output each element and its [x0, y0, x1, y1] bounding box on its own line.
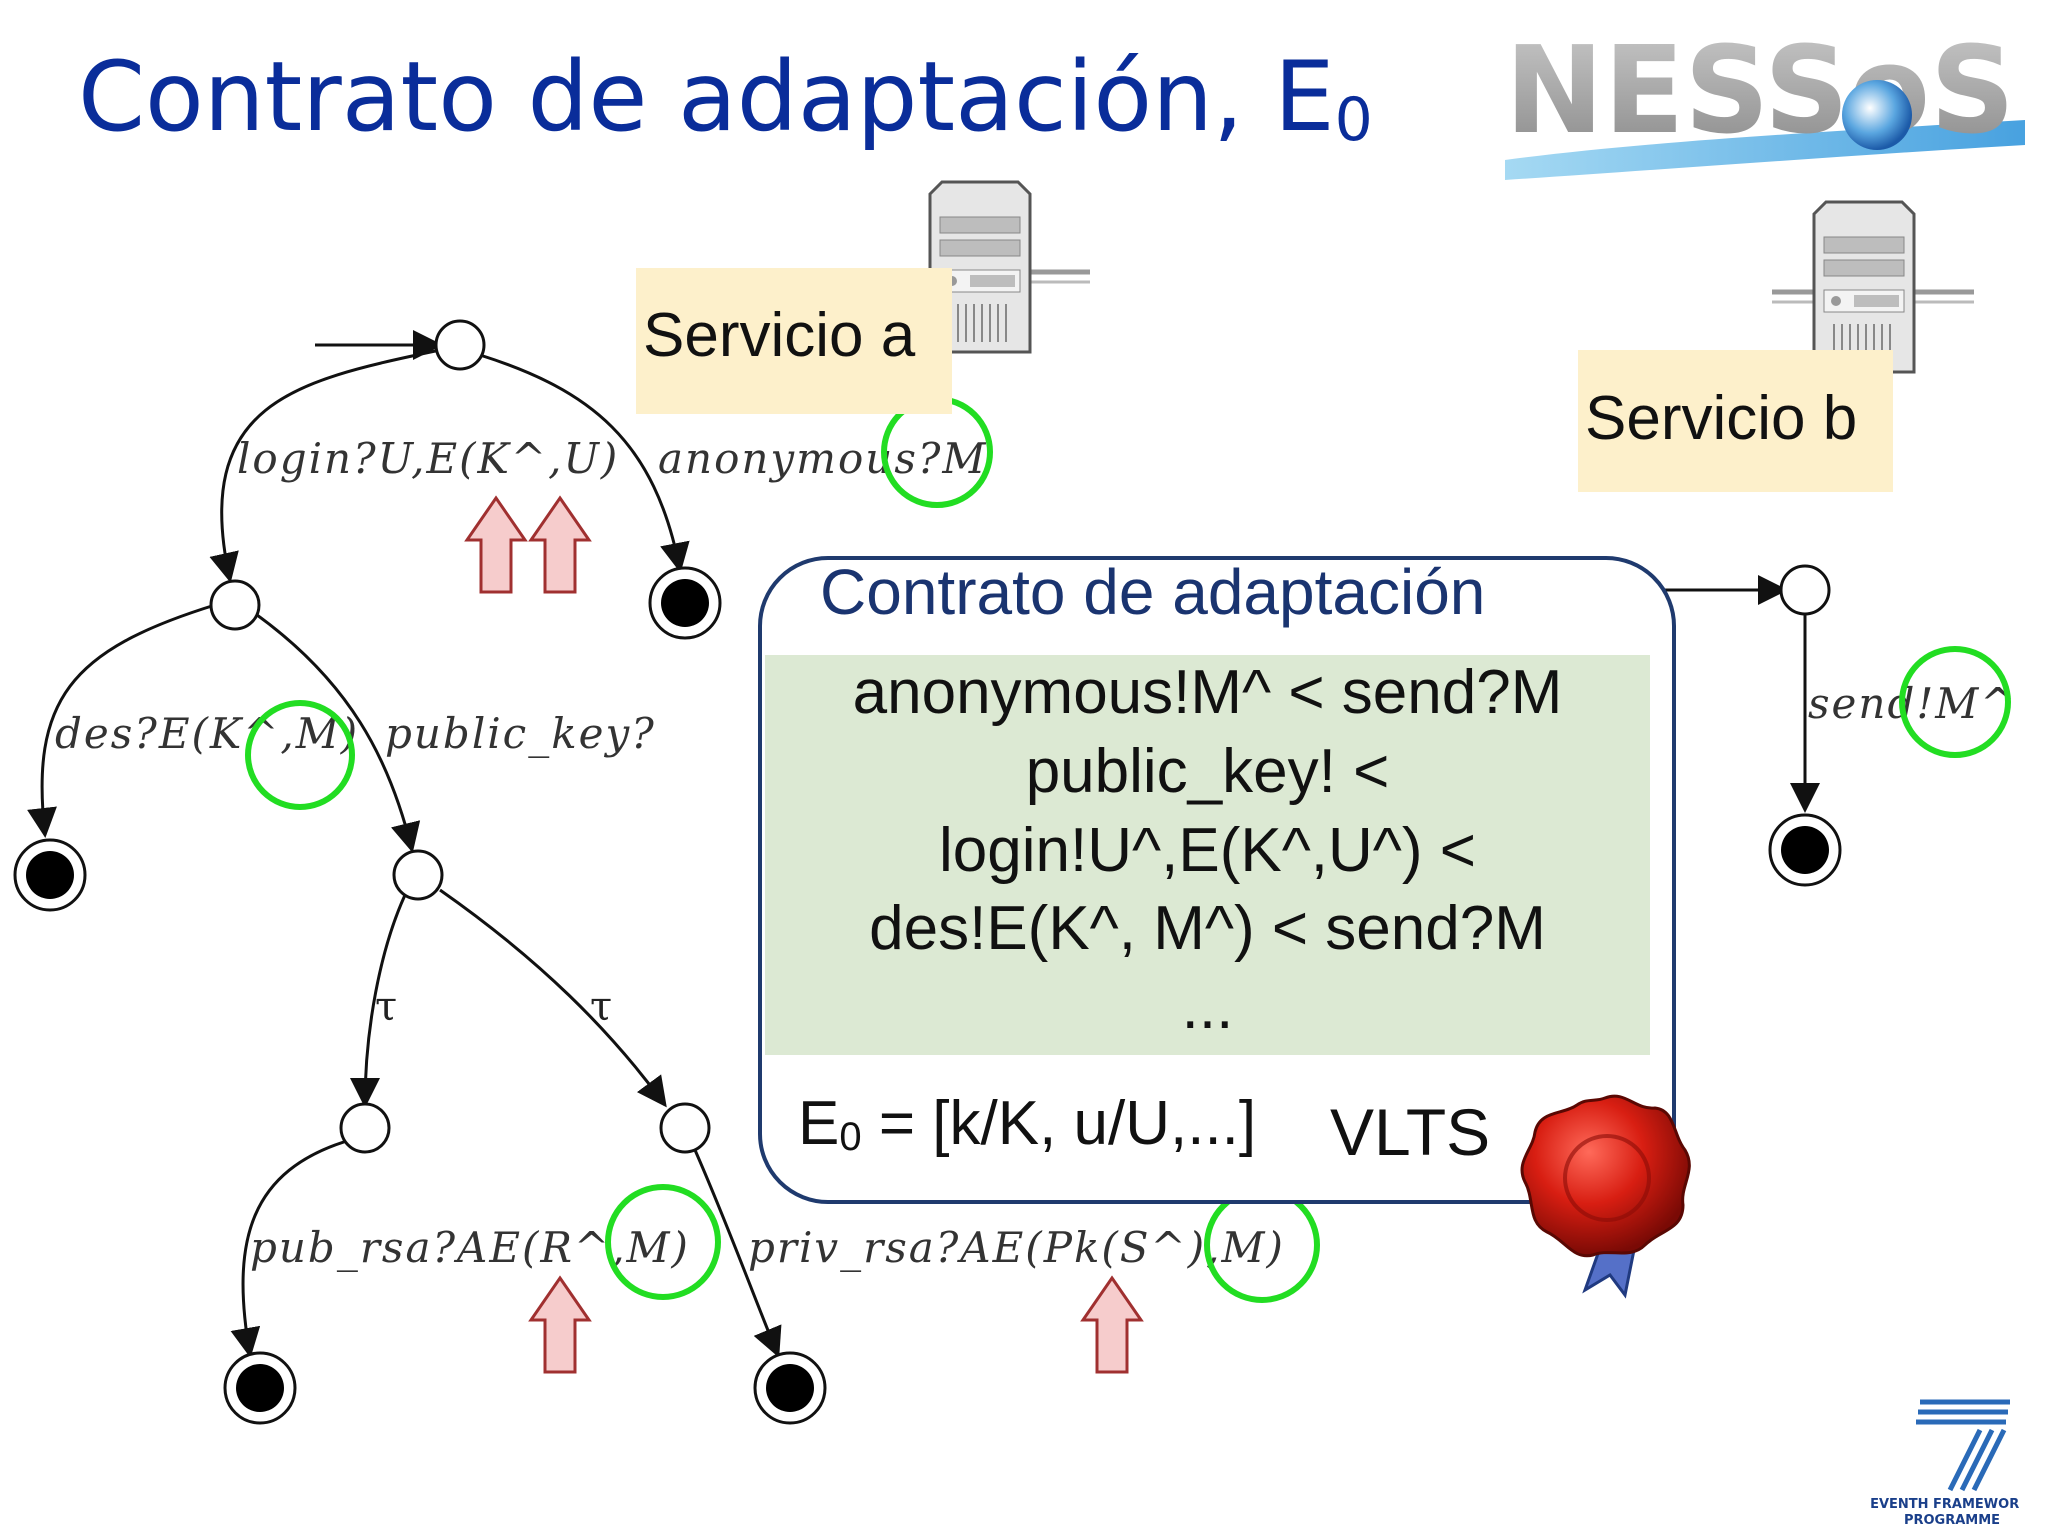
- up-arrow-2: [528, 495, 592, 594]
- label-public-key: public_key?: [385, 709, 656, 758]
- edge-login: [209, 348, 441, 583]
- state-b0: [1779, 564, 1831, 616]
- service-b-label: Servicio b: [1585, 384, 1858, 453]
- highlight-des-m: [245, 700, 355, 810]
- edge-public-key: [249, 608, 421, 853]
- slide-title-text: Contrato de adaptación, E: [78, 41, 1335, 153]
- up-arrow-1: [464, 495, 528, 594]
- contract-rule: login!U^,E(K^,U^) <: [939, 816, 1476, 885]
- server-icon: [1772, 200, 1974, 374]
- service-b-box: [1578, 350, 1893, 492]
- label-tau-1: τ: [375, 984, 397, 1030]
- edge-anonymous: [479, 353, 690, 573]
- state-a2: [392, 849, 444, 901]
- state-a3: [339, 1102, 391, 1154]
- contract-rule: public_key! <: [1025, 737, 1390, 806]
- contract-rules-panel: [765, 655, 1650, 1055]
- up-arrow-4: [1080, 1275, 1144, 1374]
- fp7-line2: PROGRAMME: [1904, 1513, 2000, 1528]
- env-sub: 0: [839, 1115, 862, 1159]
- state-a4: [659, 1102, 711, 1154]
- label-tau-2: τ: [590, 984, 612, 1030]
- state-final-anonymous-dot: [661, 579, 709, 627]
- label-pub-rsa: pub_rsa?AE(R^,M): [250, 1223, 690, 1272]
- up-arrow-3: [528, 1275, 592, 1374]
- env-main: E: [798, 1089, 840, 1158]
- contract-rule: ...: [1181, 973, 1234, 1042]
- state-final-priv-rsa-dot: [766, 1364, 814, 1412]
- label-des: des?E(K^,M): [55, 709, 359, 758]
- service-a-box: [636, 268, 952, 414]
- service-a-label: Servicio a: [643, 301, 916, 370]
- slide-title: Contrato de adaptación, E0: [78, 40, 1373, 155]
- contract-rule: anonymous!M^ < send?M: [852, 658, 1563, 727]
- seal-icon: [1520, 1094, 1691, 1299]
- edge-priv-rsa: [693, 1149, 782, 1358]
- label-priv-rsa: priv_rsa?AE(Pk(S^),M): [748, 1223, 1285, 1272]
- contract-rule: des!E(K^, M^) < send?M: [869, 894, 1546, 963]
- state-final-pub-rsa-dot: [236, 1364, 284, 1412]
- contract-title: Contrato de adaptación: [820, 556, 1486, 628]
- highlight-pub-rsa-m: [605, 1184, 721, 1300]
- logo-text: NESSoS: [1505, 22, 2015, 161]
- state-a1: [209, 579, 261, 631]
- highlight-send-m: [1899, 646, 2011, 758]
- edge-pub-rsa: [230, 1138, 351, 1358]
- environment-e0: E0 = [k/K, u/U,...]: [798, 1088, 1256, 1159]
- edge-tau-2: [439, 888, 667, 1108]
- label-anonymous: anonymous?M: [658, 434, 987, 483]
- label-send: send!M^: [1808, 679, 2017, 728]
- state-final-des-dot: [26, 851, 74, 899]
- vlts-label: VLTS: [1330, 1095, 1491, 1169]
- label-login: login?U,E(K^,U): [237, 434, 619, 483]
- state-final-send-dot: [1781, 826, 1829, 874]
- state-a0: [434, 319, 486, 371]
- edge-des: [27, 603, 216, 838]
- slide-title-subscript: 0: [1334, 85, 1373, 155]
- nessos-logo: NESSoS: [1505, 22, 2025, 180]
- edge-tau-1: [350, 894, 407, 1108]
- env-rest: = [k/K, u/U,...]: [861, 1089, 1257, 1158]
